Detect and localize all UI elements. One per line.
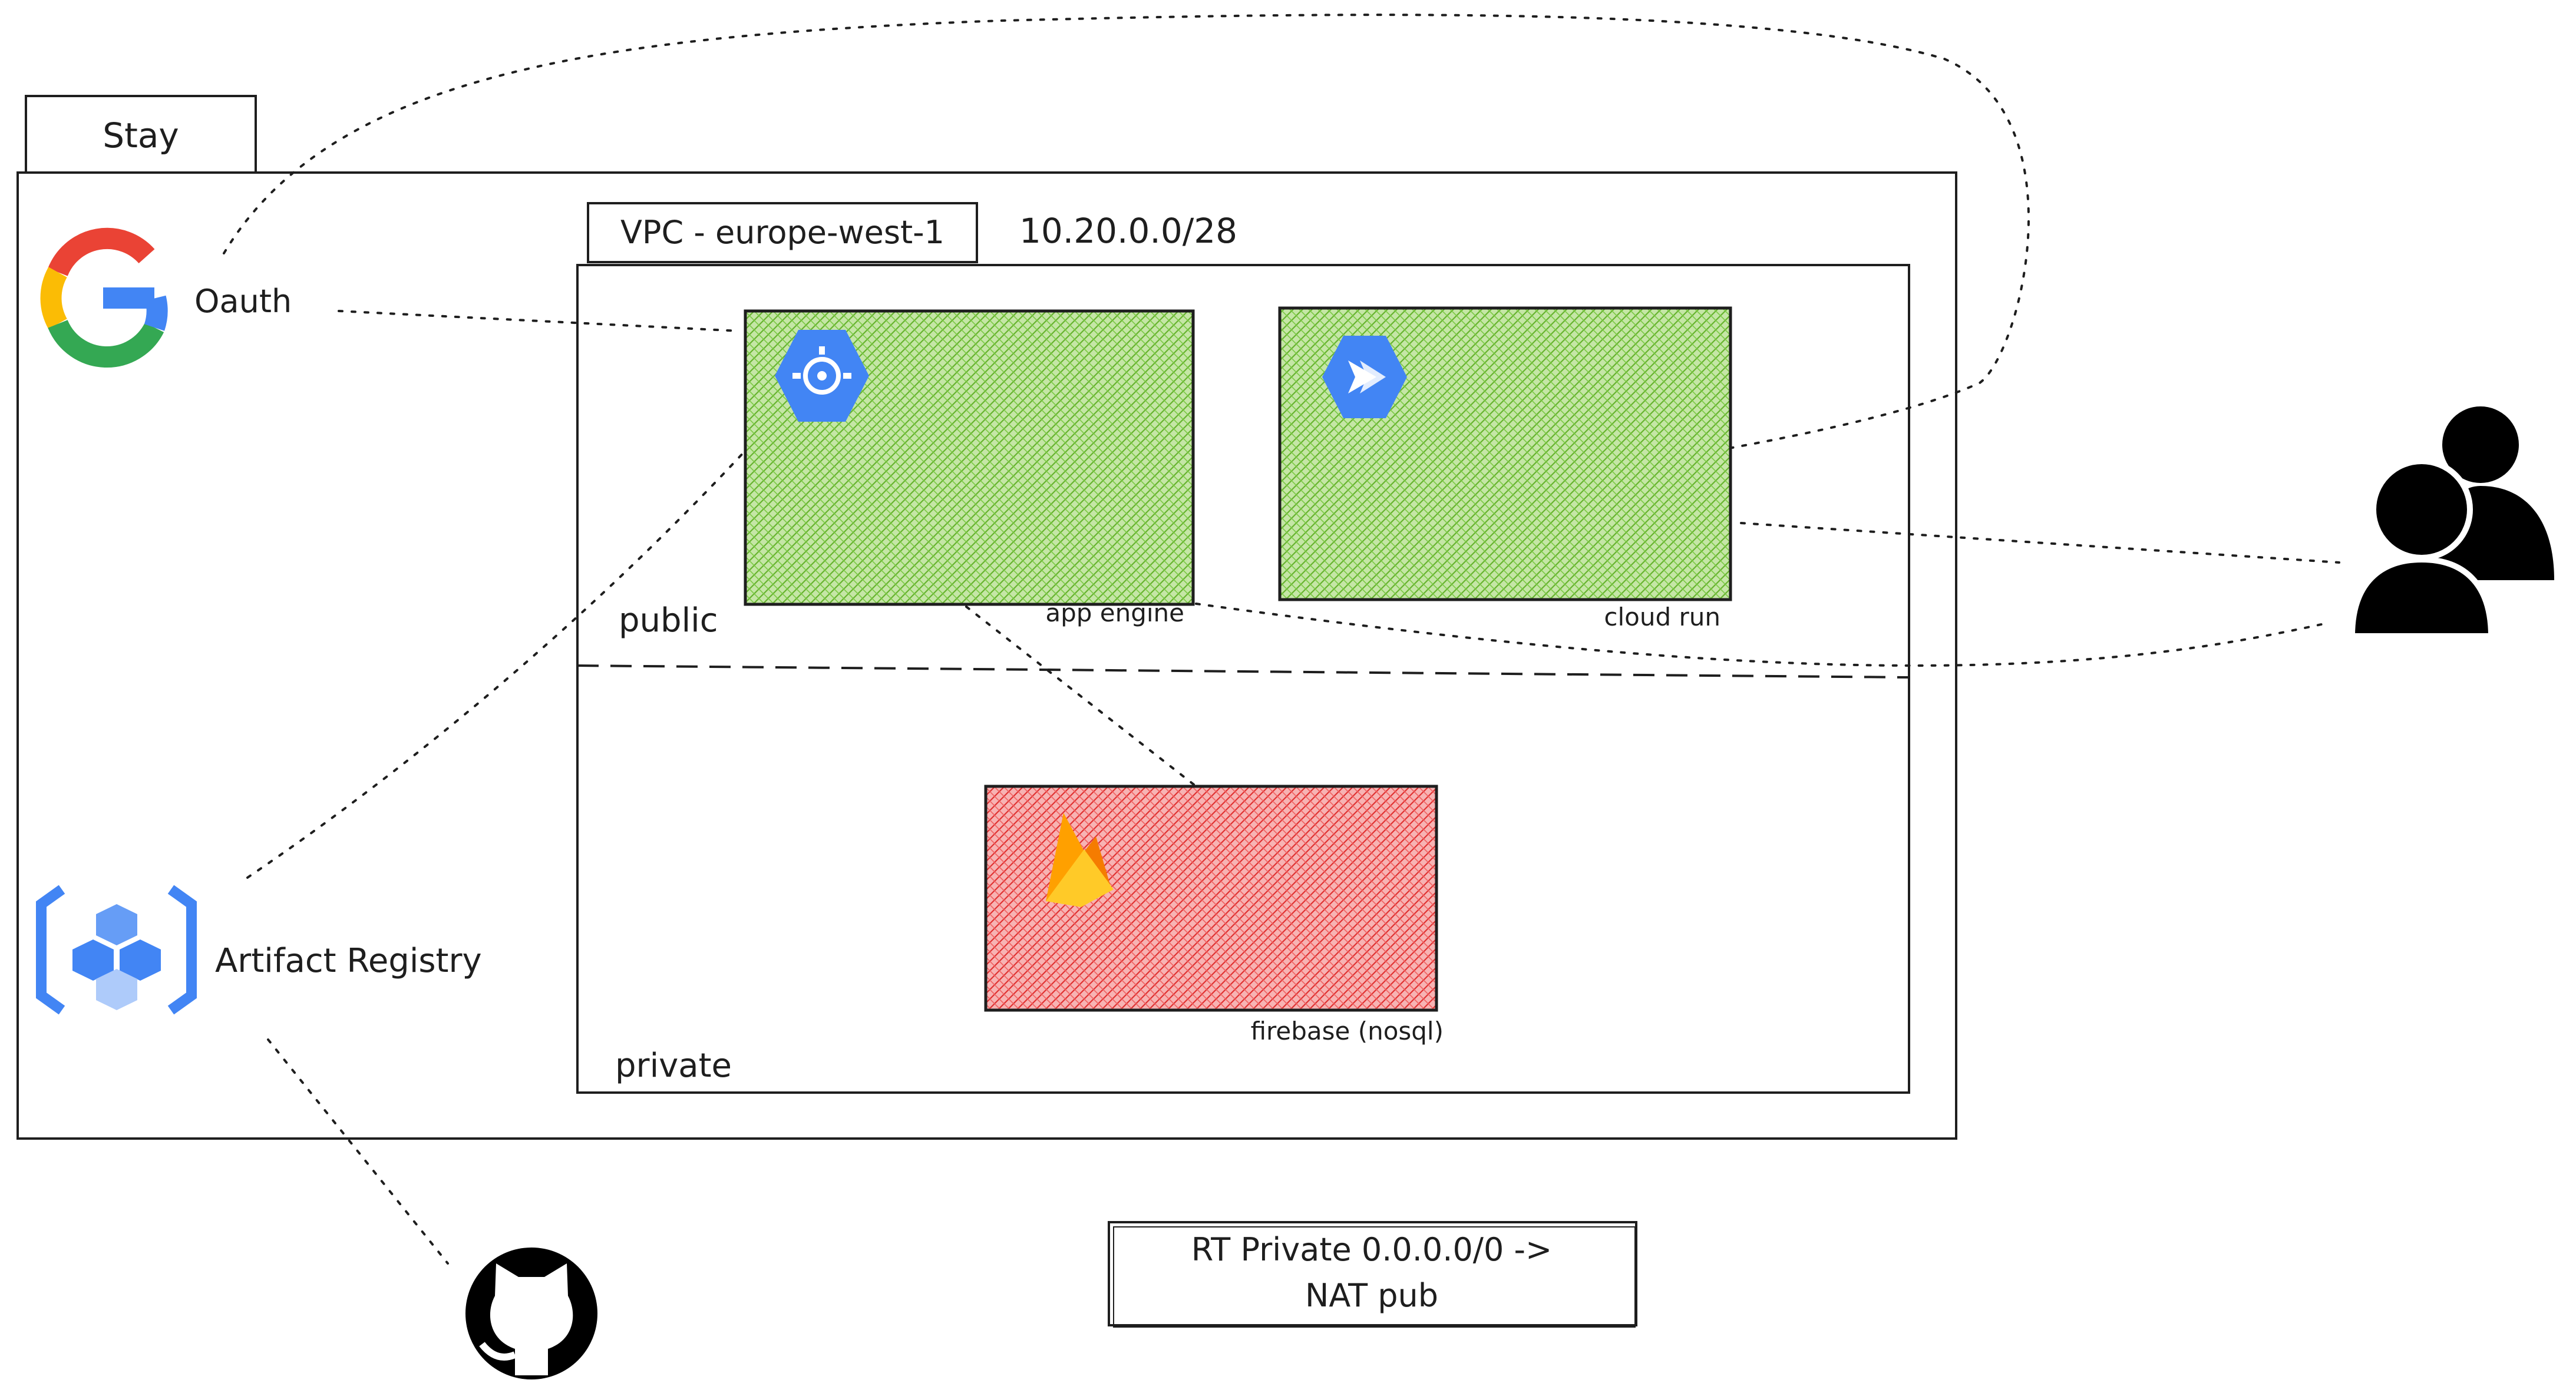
github-repo[interactable]	[465, 1248, 597, 1379]
cloud-run-label: cloud run	[1604, 603, 1720, 631]
oauth-to-cloud-run-link	[223, 14, 2030, 449]
firebase-label: firebase (nosql)	[1251, 1017, 1444, 1045]
public-subnet-label: public	[619, 601, 718, 640]
artifact-registry-icon	[36, 885, 197, 1015]
google-icon	[40, 227, 168, 368]
project-title-box[interactable]: Stay	[25, 95, 257, 174]
private-subnet-label: private	[615, 1047, 732, 1085]
registry-to-app-engine-link	[246, 449, 747, 879]
users-icon	[2349, 406, 2554, 639]
app-engine-to-firebase-link	[965, 605, 1197, 788]
vpc-label: VPC - europe-west-1	[620, 214, 944, 251]
connectors	[223, 14, 2340, 1265]
firebase-icon	[1046, 813, 1114, 907]
cloud-run-icon	[1322, 336, 1407, 418]
routing-note-line2: NAT pub	[1305, 1277, 1438, 1314]
registry-to-github-link	[267, 1038, 449, 1265]
oauth-label: Oauth	[194, 283, 292, 320]
users[interactable]	[2349, 406, 2554, 639]
vpc-label-box[interactable]: VPC - europe-west-1	[587, 202, 978, 263]
oauth-to-app-engine-link	[338, 310, 741, 332]
github-icon	[465, 1248, 597, 1379]
app-engine-label: app engine	[1045, 598, 1184, 627]
vpc-cidr: 10.20.0.0/28	[1019, 211, 1237, 251]
cloud-run-to-users-link	[1740, 522, 2340, 564]
project-boundary	[16, 171, 1957, 1140]
subnet-divider	[577, 664, 1910, 679]
cloud-run-block[interactable]: cloud run	[1278, 306, 1732, 631]
oauth-provider[interactable]: Oauth	[40, 227, 292, 368]
project-title: Stay	[103, 115, 179, 155]
routing-note-line1: RT Private 0.0.0.0/0 ->	[1191, 1231, 1553, 1268]
artifact-registry-label: Artifact Registry	[215, 942, 482, 980]
app-engine-icon	[775, 330, 869, 422]
app-engine-to-users-link	[1195, 603, 2323, 667]
vpc-boundary	[576, 264, 1910, 1094]
routing-note[interactable]: RT Private 0.0.0.0/0 -> NAT pub	[1108, 1221, 1637, 1328]
firebase-block[interactable]: firebase (nosql)	[984, 785, 1444, 1045]
artifact-registry[interactable]: Artifact Registry	[36, 885, 482, 1015]
app-engine-block[interactable]: app engine	[744, 309, 1195, 627]
